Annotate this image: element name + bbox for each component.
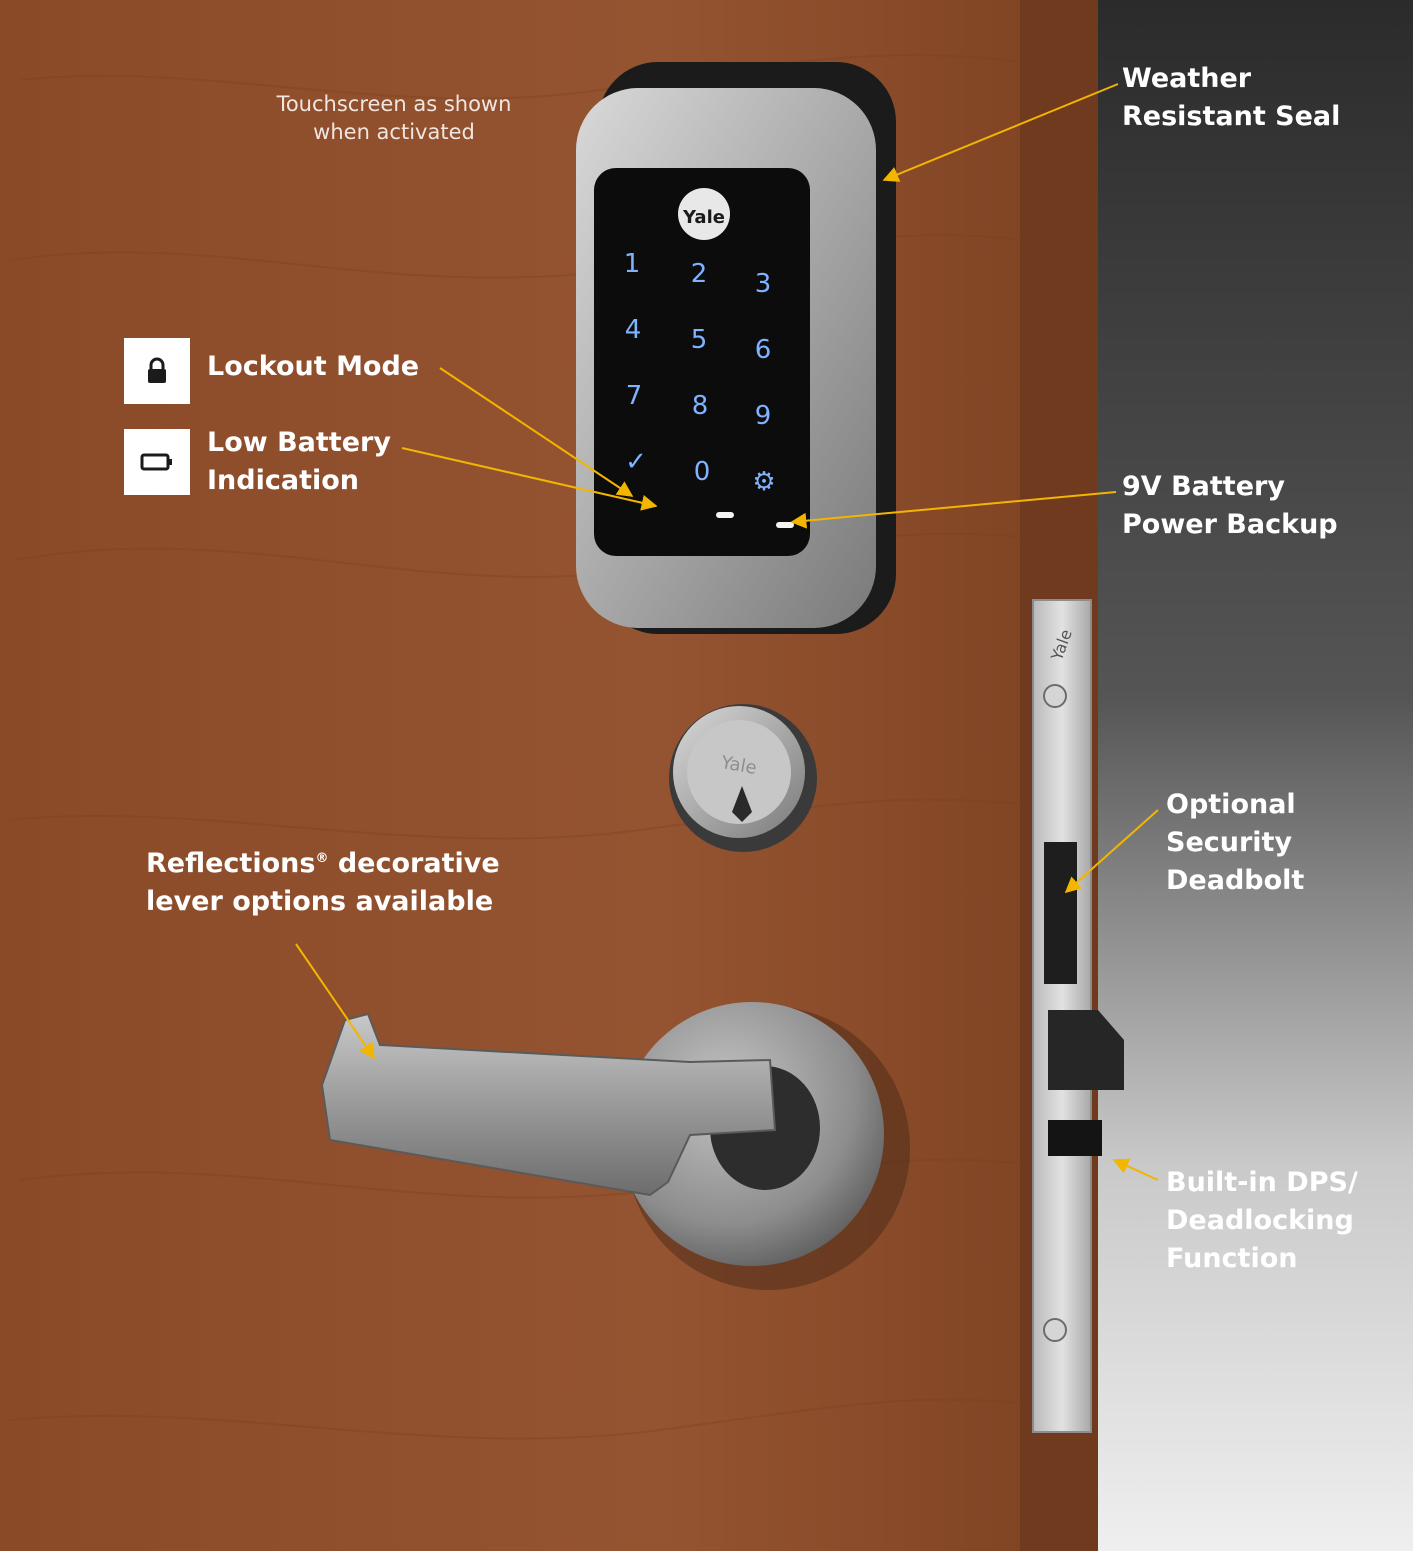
battery-tile: [124, 429, 190, 495]
dps-function-line: Function: [1166, 1243, 1298, 1274]
battery-backup-label: 9V Battery Power Backup: [1122, 468, 1338, 544]
lockout-tile: [124, 338, 190, 404]
lockout-mode-line: Lockout Mode: [207, 351, 420, 382]
security-deadbolt-line: Security: [1166, 827, 1293, 858]
keypad-key[interactable]: 9: [755, 401, 772, 431]
dps-function-line: Built-in DPS/: [1166, 1167, 1358, 1198]
lockout-mode-label: Lockout Mode: [207, 348, 419, 386]
reflections-suffix: decorative: [328, 848, 500, 879]
battery-backup-line: 9V Battery: [1122, 471, 1285, 502]
keypad-key[interactable]: ⚙: [752, 467, 775, 497]
arrow-dps: [1112, 1158, 1159, 1181]
reflections-brand: Reflections: [146, 848, 316, 879]
wall-background: [1095, 0, 1413, 1551]
keypad-key[interactable]: 4: [625, 315, 642, 345]
arrow-deadbolt: [1064, 809, 1159, 894]
door-panel: [0, 0, 1095, 1551]
mortise-faceplate: [1032, 599, 1124, 1433]
arrow-battery-backup: [790, 491, 1117, 529]
security-deadbolt-line: Deadbolt: [1166, 865, 1305, 896]
keypad-housing: [576, 62, 896, 634]
arrow-lockout: [439, 367, 634, 497]
battery-led: [776, 522, 794, 528]
touchscreen-note: Touchscreen as shown when activated: [238, 90, 550, 146]
security-deadbolt: [1044, 842, 1077, 984]
keypad-key[interactable]: 6: [755, 335, 772, 365]
reflections-line: lever options available: [146, 886, 494, 917]
reflections-line: Reflections® decorative: [146, 840, 500, 883]
weather-seal-line: Weather: [1122, 63, 1252, 94]
padlock-icon: [148, 357, 166, 383]
touchscreen-note-line: Touchscreen as shown: [276, 92, 512, 116]
keypad-key[interactable]: 5: [691, 325, 708, 355]
lockout-led: [716, 512, 734, 518]
battery-backup-line: Power Backup: [1122, 509, 1338, 540]
keypad-key[interactable]: 1: [624, 249, 641, 279]
low-battery-label: Low Battery Indication: [207, 424, 391, 500]
battery-icon: [140, 453, 172, 471]
touchscreen-panel: [594, 168, 810, 556]
registered-mark: ®: [315, 851, 329, 866]
keypad-key[interactable]: 0: [694, 457, 711, 487]
reflections-label: Reflections® decorative lever options av…: [146, 840, 500, 921]
deadlocking-plunger: [1048, 1120, 1102, 1156]
keypad-brand: Yale: [682, 207, 725, 228]
keypad-key[interactable]: 2: [691, 259, 708, 289]
keypad-key[interactable]: 8: [692, 391, 709, 421]
keypad-logo-badge: [678, 188, 730, 240]
dps-function-line: Deadlocking: [1166, 1205, 1354, 1236]
weather-seal-label: Weather Resistant Seal: [1122, 60, 1340, 136]
lever-handle[interactable]: [320, 1012, 777, 1197]
arrow-weather-seal: [882, 83, 1119, 182]
callout-arrows: [295, 83, 1159, 1181]
weather-seal-line: Resistant Seal: [1122, 101, 1341, 132]
keypad-key[interactable]: 3: [755, 269, 772, 299]
low-battery-line: Low Battery: [207, 427, 391, 458]
arrow-reflections: [295, 943, 375, 1060]
dps-function-label: Built-in DPS/ Deadlocking Function: [1166, 1164, 1358, 1278]
keypad-key[interactable]: 7: [626, 381, 643, 411]
latch-bolt: [1048, 1010, 1124, 1090]
keypad-keys: 1 2 3 4 5 6 7 8 9 ✓ 0 ⚙: [624, 249, 776, 497]
key-cylinder: [669, 704, 817, 852]
security-deadbolt-line: Optional: [1166, 789, 1296, 820]
low-battery-line: Indication: [207, 465, 360, 496]
arrow-low-battery: [401, 447, 658, 511]
touchscreen-note-line: when activated: [313, 120, 475, 144]
keypad-key[interactable]: ✓: [625, 447, 647, 477]
security-deadbolt-label: Optional Security Deadbolt: [1166, 786, 1304, 900]
